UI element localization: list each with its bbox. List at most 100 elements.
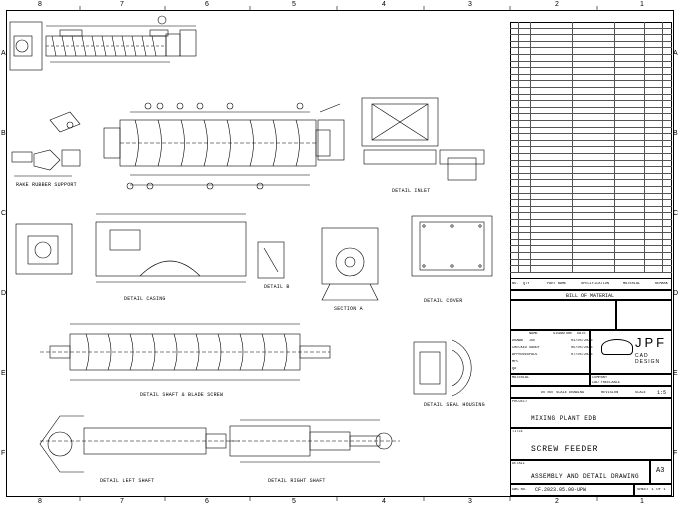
zone-col-5: 5 (292, 1, 296, 8)
bom-column-line (530, 206, 531, 213)
bom-column-line (662, 74, 663, 81)
bom-column-line (572, 107, 573, 114)
zone-row-f-right: F (673, 450, 678, 457)
bom-column-line (662, 266, 663, 272)
bom-column-line (572, 22, 573, 28)
bom-column-line (530, 246, 531, 252)
bom-column-line (518, 114, 519, 120)
bom-column-line (662, 193, 663, 200)
bom-row (510, 233, 672, 240)
zone-row-f: F (1, 450, 6, 457)
bom-column-line (614, 187, 615, 193)
bom-row (510, 259, 672, 267)
bom-column-line (644, 160, 645, 167)
bom-column-line (614, 259, 615, 266)
zone-col-8-bottom: 8 (38, 498, 42, 505)
bom-column-line (662, 147, 663, 153)
zone-row-c: C (1, 210, 7, 217)
bom-header-material: MATERIAL (623, 282, 641, 286)
bom-column-line (572, 55, 573, 61)
bom-column-line (614, 127, 615, 134)
bom-column-line (530, 94, 531, 101)
bom-row (510, 94, 672, 102)
bom-column-line (662, 48, 663, 54)
bom-column-line (644, 94, 645, 101)
bom-column-line (572, 41, 573, 48)
bom-column-line (644, 88, 645, 94)
bom-column-line (530, 226, 531, 233)
zone-col-1: 1 (640, 1, 644, 8)
bom-column-line (572, 121, 573, 127)
bom-column-line (644, 74, 645, 81)
bom-row (510, 55, 672, 62)
bom-column-line (530, 88, 531, 94)
role-qa: QA (512, 367, 517, 371)
bom-column-line (662, 220, 663, 226)
bom-column-line (614, 206, 615, 213)
bom-column-line (572, 233, 573, 239)
bom-column-line (572, 81, 573, 87)
bom-column-line (518, 180, 519, 186)
role-checked: CHECKED (512, 346, 528, 350)
view-title-cover: DETAIL COVER (424, 298, 463, 304)
bom-column-line (614, 266, 615, 272)
bom-row (510, 140, 672, 148)
bom-column-line (530, 147, 531, 153)
drawing-no-cell: DWG NO. CF.2023.05.00-UPW (510, 484, 634, 496)
bom-column-line (662, 94, 663, 101)
bom-column-line (662, 226, 663, 233)
bom-column-line (662, 88, 663, 94)
bom-column-line (662, 206, 663, 213)
bom-column-line (572, 74, 573, 81)
bom-column-line (614, 213, 615, 219)
bom-column-line (530, 22, 531, 28)
bom-row (510, 41, 672, 49)
sheet-cell: SHEET 1 OF 1 (634, 484, 672, 496)
bom-column-line (518, 173, 519, 180)
bom-column-line (518, 121, 519, 127)
bom-row (510, 246, 672, 253)
bom-column-line (572, 167, 573, 173)
bom-column-line (530, 28, 531, 35)
bom-column-line (644, 253, 645, 259)
bom-row (510, 147, 672, 154)
bom-column-line (662, 107, 663, 114)
view-title-inlet: DETAIL INLET (392, 188, 431, 194)
bom-column-line (518, 74, 519, 81)
view-title-right-shaft: DETAIL RIGHT SHAFT (268, 478, 326, 484)
bom-column-line (530, 213, 531, 219)
bom-column-line (662, 28, 663, 35)
bom-column-line (644, 246, 645, 252)
bom-column-line (530, 81, 531, 87)
bom-column-line (572, 220, 573, 226)
bom-column-line (614, 193, 615, 200)
bom-column-line (518, 61, 519, 68)
bom-column-line (518, 68, 519, 74)
title-cell: TITLE SCREW FEEDER (510, 428, 672, 460)
view-title-left-shaft: DETAIL LEFT SHAFT (100, 478, 155, 484)
company-cell: COMPANY CAD FREELANCE (590, 374, 672, 386)
bom-row (510, 154, 672, 161)
sign-header-date: DATE (577, 332, 586, 336)
bom-column-line (530, 233, 531, 239)
zone-col-2: 2 (555, 1, 559, 8)
bom-header-remark: REMARK (655, 282, 668, 286)
bom-column-line (572, 154, 573, 160)
bom-row (510, 61, 672, 69)
bom-column-line (644, 134, 645, 140)
bom-column-line (662, 259, 663, 266)
bom-header-part: PART NAME (547, 282, 567, 286)
company-value: CAD FREELANCE (592, 381, 621, 385)
bom-row (510, 81, 672, 88)
bom-column-line (530, 193, 531, 200)
bom-column-line (518, 160, 519, 167)
bom-column-line (518, 213, 519, 219)
bom-row (510, 28, 672, 36)
project-label: PROJECT (512, 400, 528, 404)
bom-row (510, 213, 672, 220)
bom-column-line (518, 81, 519, 87)
bom-column-line (614, 41, 615, 48)
bom-column-line (572, 134, 573, 140)
bom-column-line (644, 48, 645, 54)
bom-column-line (572, 253, 573, 259)
